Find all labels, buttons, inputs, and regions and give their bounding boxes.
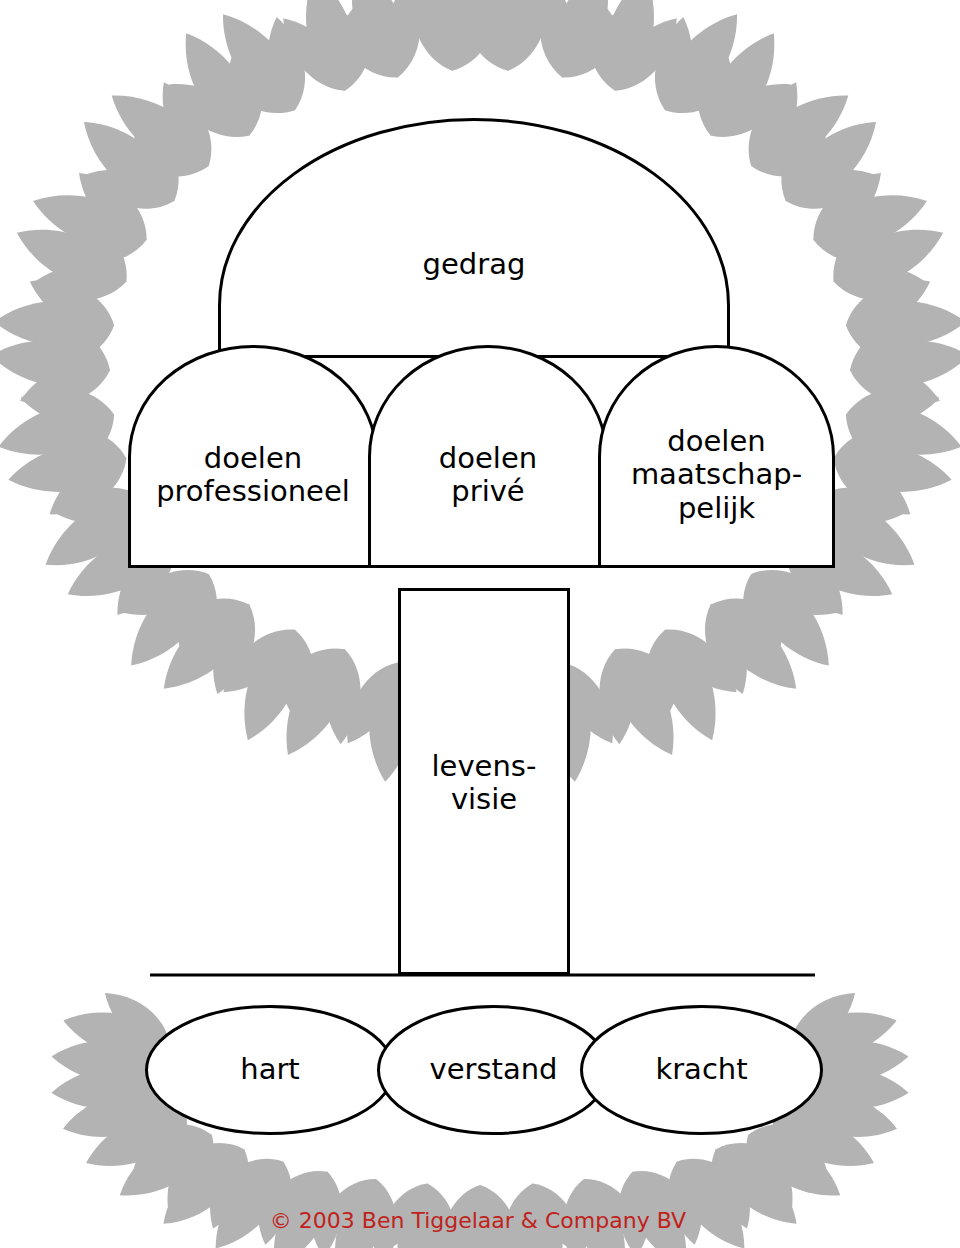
outline-path [147,1007,394,1134]
leaf [839,309,940,380]
outline-path [582,1007,822,1134]
copyright-note: © 2003 Ben Tiggelaar & Company BV [270,1208,686,1233]
goal-arch: doelen professioneel [128,345,378,568]
goal-arch: doelen privé [368,345,608,568]
outline-path [130,347,377,567]
node-label: doelen professioneel [138,442,368,509]
behaviour-dome: gedrag [218,118,730,358]
root-ellipse: verstand [377,1005,610,1135]
root-ellipse: hart [145,1005,395,1135]
node-outline [218,118,730,358]
outline-path [370,347,607,567]
goal-arch: doelen maatschap- pelijk [598,345,835,568]
node-label: doelen maatschap- pelijk [617,425,817,525]
node-label: doelen privé [413,442,563,509]
root-ellipse: kracht [580,1005,823,1135]
node-label: kracht [602,1053,802,1086]
node-label: verstand [389,1053,599,1086]
trunk-box: levens- visie [398,588,570,975]
node-label: gedrag [274,248,674,281]
outline-path [600,347,834,567]
node-label: hart [170,1053,370,1086]
leaf [205,1,313,124]
outline-path [379,1006,609,1133]
node-label: levens- visie [414,750,554,817]
outline-path [400,590,569,974]
leaf [596,639,692,766]
outline-path [220,119,729,356]
